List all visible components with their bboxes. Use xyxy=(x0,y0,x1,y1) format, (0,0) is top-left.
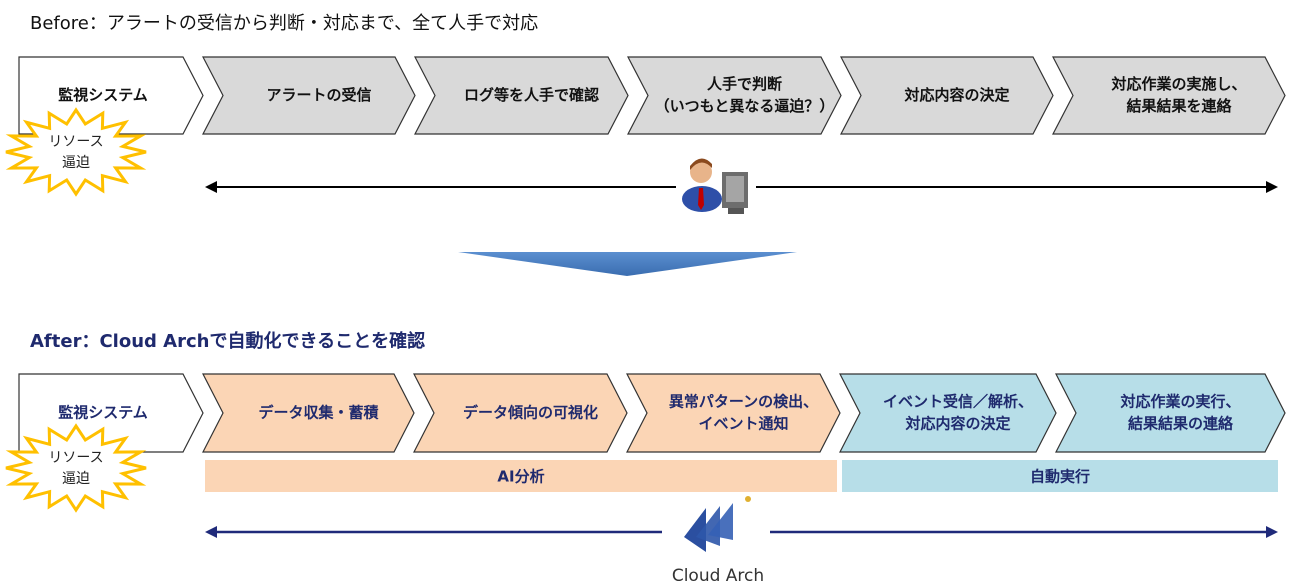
after-step-5: 対応作業の実行、結果結果の連絡 xyxy=(1055,373,1286,453)
ai-analysis-band: AI分析 xyxy=(205,460,837,492)
step-label: 対応内容の決定 xyxy=(904,415,1010,433)
before-step-1: アラートの受信 xyxy=(202,56,416,135)
step-label: 対応内容の決定 xyxy=(903,86,1009,104)
auto-execution-label: 自動実行 xyxy=(1030,468,1090,486)
after-step-1: データ収集・蓄積 xyxy=(202,373,415,453)
step-label: 対応作業の実行、 xyxy=(1119,393,1240,411)
step-label: 監視システム xyxy=(58,86,148,104)
step-label: 結果結果を連絡 xyxy=(1126,97,1232,115)
step-label: （いつもと異なる逼迫？） xyxy=(655,97,835,115)
burst-label: 逼迫 xyxy=(62,155,90,171)
after-title: After：Cloud Archで自動化できることを確認 xyxy=(30,330,425,352)
before-step-2: ログ等を人手で確認 xyxy=(414,56,629,135)
cloud-arch-logo-text: Cloud Arch xyxy=(672,566,764,583)
step-label: アラートの受信 xyxy=(266,86,371,104)
after-step-4: イベント受信／解析、対応内容の決定 xyxy=(839,373,1057,453)
burst-label: 逼迫 xyxy=(62,471,90,487)
before-step-5: 対応作業の実施し、結果結果を連絡 xyxy=(1052,56,1286,135)
burst-label: リソース xyxy=(48,450,103,466)
before-title: Before：アラートの受信から判断・対応まで、全て人手で対応 xyxy=(30,13,538,34)
step-label: データ収集・蓄積 xyxy=(258,404,379,422)
auto-execution-band: 自動実行 xyxy=(842,460,1278,492)
chevron-shape xyxy=(18,373,204,453)
ai-analysis-label: AI分析 xyxy=(497,468,544,486)
before-step-3: 人手で判断 （いつもと異なる逼迫？） xyxy=(627,56,842,135)
chevron-shape xyxy=(413,373,628,453)
starburst-icon xyxy=(5,423,147,513)
chevron-shape xyxy=(627,56,842,135)
chevron-shape xyxy=(1055,373,1286,453)
starburst-icon xyxy=(5,107,147,197)
after-step-2: データ傾向の可視化 xyxy=(413,373,628,453)
chevron-shape xyxy=(1052,56,1286,135)
chevron-shape xyxy=(626,373,841,453)
transition-down-arrow xyxy=(458,252,797,276)
step-label: 結果結果の連絡 xyxy=(1128,415,1234,433)
chevron-shape xyxy=(202,373,415,453)
step-label: データ傾向の可視化 xyxy=(463,404,598,422)
before-process-row: 監視システム アラートの受信 ログ等を人手で確認 人手で判断 （いつもと異なる逼迫？） 対… xyxy=(18,56,1286,135)
after-step-0: 監視システム xyxy=(18,373,204,453)
step-label: イベント受信／解析、 xyxy=(883,393,1033,411)
chevron-shape xyxy=(414,56,629,135)
chevron-shape xyxy=(18,56,204,135)
before-step-4: 対応内容の決定 xyxy=(840,56,1054,135)
burst-label: リソース xyxy=(48,134,103,150)
step-label: ログ等を人手で確認 xyxy=(464,86,599,104)
person-at-computer-icon xyxy=(676,158,756,218)
step-label: 対応作業の実施し、 xyxy=(1110,75,1246,93)
chevron-shape xyxy=(840,56,1054,135)
step-label: 人手で判断 xyxy=(707,75,782,93)
cloud-arch-logo: Cloud Arch xyxy=(672,496,764,583)
before-step-0: 監視システム xyxy=(18,56,204,135)
after-timeline-arrow xyxy=(205,526,1278,538)
step-label: 異常パターンの検出、 xyxy=(669,393,818,411)
step-label: 監視システム xyxy=(58,404,148,422)
step-label: イベント通知 xyxy=(698,415,788,433)
after-process-row: 監視システムデータ収集・蓄積データ傾向の可視化異常パターンの検出、イベント通知イ… xyxy=(18,373,1286,453)
chevron-shape xyxy=(839,373,1057,453)
chevron-shape xyxy=(202,56,416,135)
after-step-3: 異常パターンの検出、イベント通知 xyxy=(626,373,841,453)
